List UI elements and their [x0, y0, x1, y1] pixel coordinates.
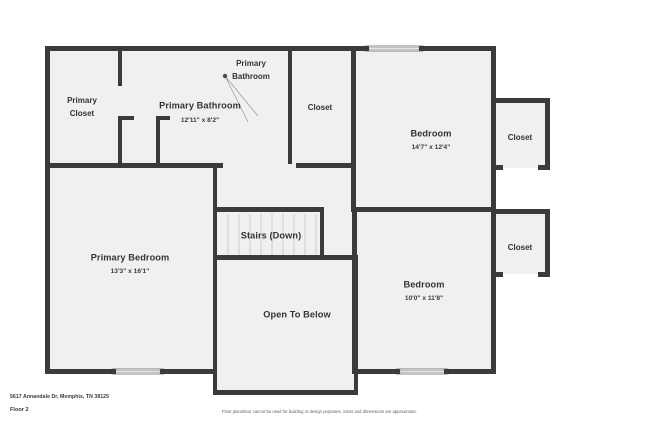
label-closet-lower-right: Closet — [508, 243, 533, 252]
wall-bedroom-upper-left-lower — [351, 166, 356, 212]
leader-anchor-dot — [222, 73, 228, 79]
room-fill-bedroom-lower — [356, 210, 496, 374]
room-fill-closet-upper-right — [492, 100, 550, 168]
label-callout-bathroom-line1: Primary — [236, 59, 266, 68]
wall-closet-upper-right-bottom-left — [491, 165, 503, 170]
wall-mid-horizontal-joint — [213, 163, 223, 168]
wall-bedroom-upper-bottom — [351, 207, 496, 212]
wall-closet-top-left — [288, 46, 292, 164]
window-jamb-2 — [419, 46, 423, 51]
wall-stairs-right — [320, 207, 324, 257]
wall-bedroom-upper-right-top — [491, 46, 496, 102]
wall-central-right — [354, 255, 358, 394]
wall-mid-horizontal-left — [45, 163, 215, 168]
room-labels: Primary Closet Primary Bathroom Primary … — [67, 59, 532, 319]
window-jamb-1 — [365, 46, 369, 51]
room-fill-upper-left — [45, 50, 355, 168]
label-primary-bedroom-dimensions: 13'3" x 16'1" — [111, 268, 150, 275]
callout-leader — [222, 73, 259, 123]
wall-top-left — [45, 46, 355, 51]
window-pane-primary-bedroom — [115, 370, 161, 373]
wall-bath-partition-stub — [156, 116, 170, 120]
room-fill-closet-lower-right — [492, 212, 550, 274]
window-jamb-6 — [444, 369, 448, 374]
label-closet-upper-right: Closet — [508, 133, 533, 142]
window-jamb-4 — [160, 369, 164, 374]
room-fill-central — [213, 166, 358, 394]
label-primary-bathroom: Primary Bathroom — [159, 100, 241, 110]
wall-bath-partition-vertical — [156, 116, 160, 164]
footer: 5617 Annandale Dr, Memphis, TN 38125 Flo… — [0, 392, 650, 434]
label-primary-bedroom: Primary Bedroom — [91, 252, 170, 262]
wall-closet-lower-right-bottom-right — [538, 272, 550, 277]
room-fill-bedroom-upper — [355, 50, 495, 210]
wall-primary-closet-stub — [118, 116, 134, 120]
wall-left-lower — [45, 166, 50, 374]
wall-closet-lower-right-left — [491, 214, 496, 277]
label-bedroom-upper: Bedroom — [410, 128, 451, 138]
disclaimer-text: Floor plans/tour cannot be used for buil… — [222, 409, 418, 414]
window-pane-bedroom-upper-top — [368, 47, 420, 50]
wall-closet-upper-right-left — [491, 103, 496, 170]
wall-closet-upper-right-top — [491, 98, 550, 103]
wall-primary-closet-right-top — [118, 46, 122, 86]
label-bedroom-lower: Bedroom — [403, 279, 444, 289]
wall-central-left — [213, 166, 217, 394]
floor-label: Floor 2 — [10, 407, 29, 413]
wall-closet-lower-right-top — [491, 209, 550, 214]
wall-right-between-closets — [491, 170, 496, 212]
wall-left-upper — [45, 46, 50, 168]
wall-top-right — [355, 46, 496, 51]
label-primary-closet-line1: Primary — [67, 96, 97, 105]
label-primary-bathroom-dimensions: 12'11" x 8'2" — [181, 117, 219, 124]
wall-stairs-top — [213, 207, 324, 212]
label-open-to-below: Open To Below — [263, 309, 331, 319]
label-bedroom-upper-dimensions: 14'7" x 12'4" — [412, 144, 451, 151]
wall-open-to-below-bottom — [213, 390, 358, 395]
label-bedroom-lower-dimensions: 10'0" x 11'8" — [405, 295, 443, 302]
wall-bedroom-lower-right — [491, 277, 496, 374]
property-address: 5617 Annandale Dr, Memphis, TN 38125 — [10, 394, 110, 400]
wall-closet-lower-right-right — [545, 209, 550, 277]
wall-bedroom-upper-left — [351, 46, 356, 168]
wall-closet-lower-right-bottom-left — [491, 272, 503, 277]
stair-treads — [227, 214, 317, 258]
label-stairs: Stairs (Down) — [241, 230, 302, 240]
window-pane-bedroom-lower — [399, 370, 445, 373]
room-fills — [45, 50, 550, 394]
room-fill-primary-bedroom — [45, 166, 215, 374]
window-jamb-3 — [112, 369, 116, 374]
label-callout-bathroom-line2: Bathroom — [232, 72, 270, 81]
window-jamb-5 — [396, 369, 400, 374]
wall-closet-upper-right-right — [545, 98, 550, 170]
wall-closet-upper-right-bottom-right — [538, 165, 550, 170]
wall-primary-closet-right-bottom — [118, 116, 122, 164]
label-closet-top: Closet — [308, 103, 333, 112]
label-primary-closet-line2: Closet — [70, 109, 95, 118]
wall-mid-horizontal-right — [296, 163, 355, 168]
wall-stairs-bottom — [213, 255, 358, 260]
windows — [111, 45, 449, 375]
